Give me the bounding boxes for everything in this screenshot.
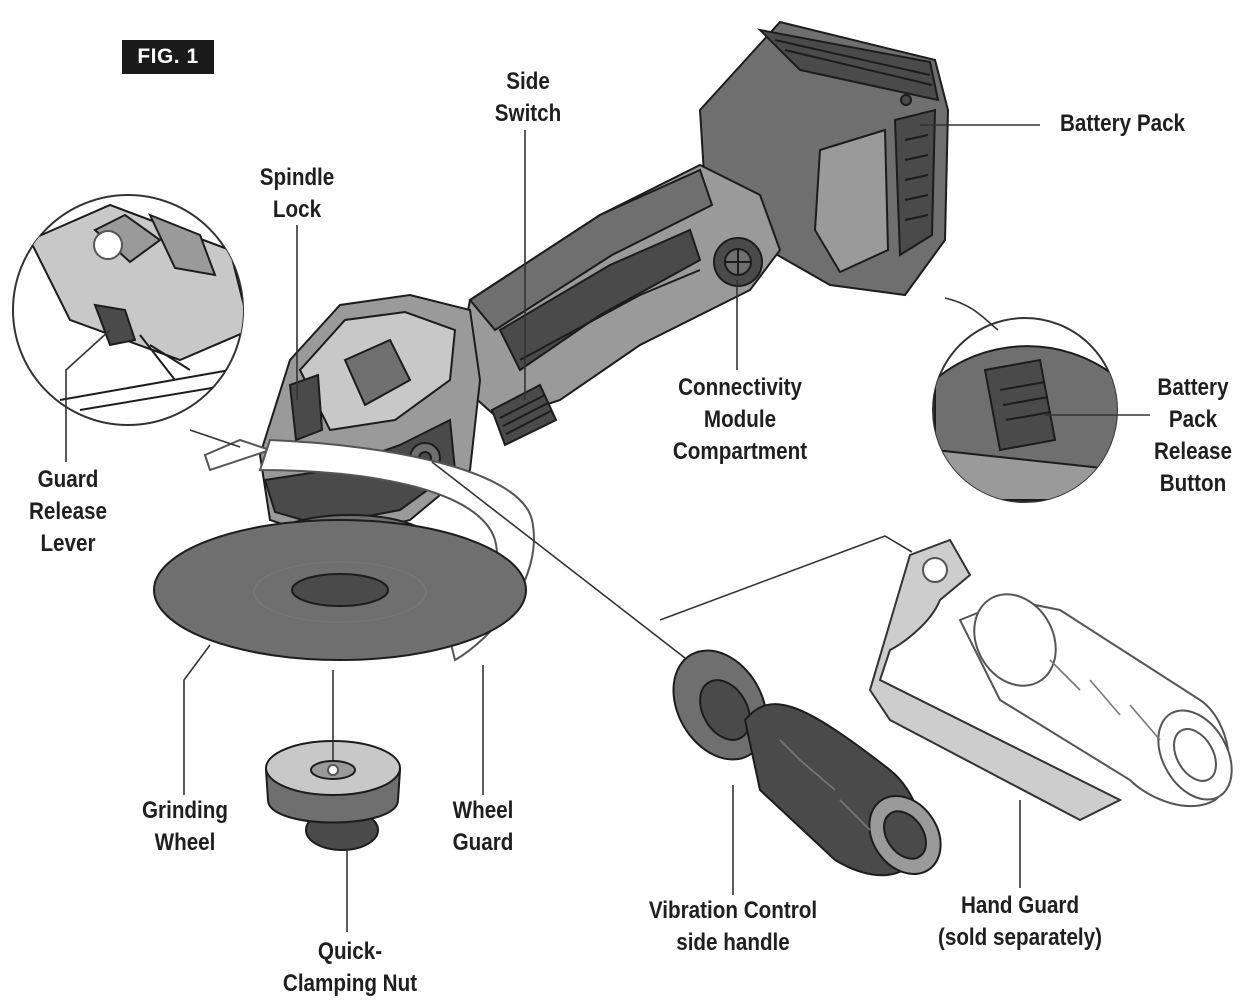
- hand-guard-drawing: [868, 538, 1233, 822]
- label-battery-pack: Battery Pack: [1059, 110, 1186, 137]
- label-quick-clamping-nut: Quick-Clamping Nut: [282, 938, 418, 997]
- guard-release-inset: [12, 194, 244, 426]
- motor-housing-drawing: [453, 163, 782, 447]
- quick-clamping-nut-drawing: [264, 740, 402, 851]
- battery-release-inset: [932, 317, 1118, 503]
- side-handle-drawing: [672, 649, 942, 877]
- label-hand-guard: Hand Guard(sold separately): [937, 892, 1103, 951]
- figure-tag: FIG. 1: [122, 40, 214, 74]
- leader-lines: [65, 124, 1150, 932]
- wheel-guard-drawing: [153, 438, 535, 662]
